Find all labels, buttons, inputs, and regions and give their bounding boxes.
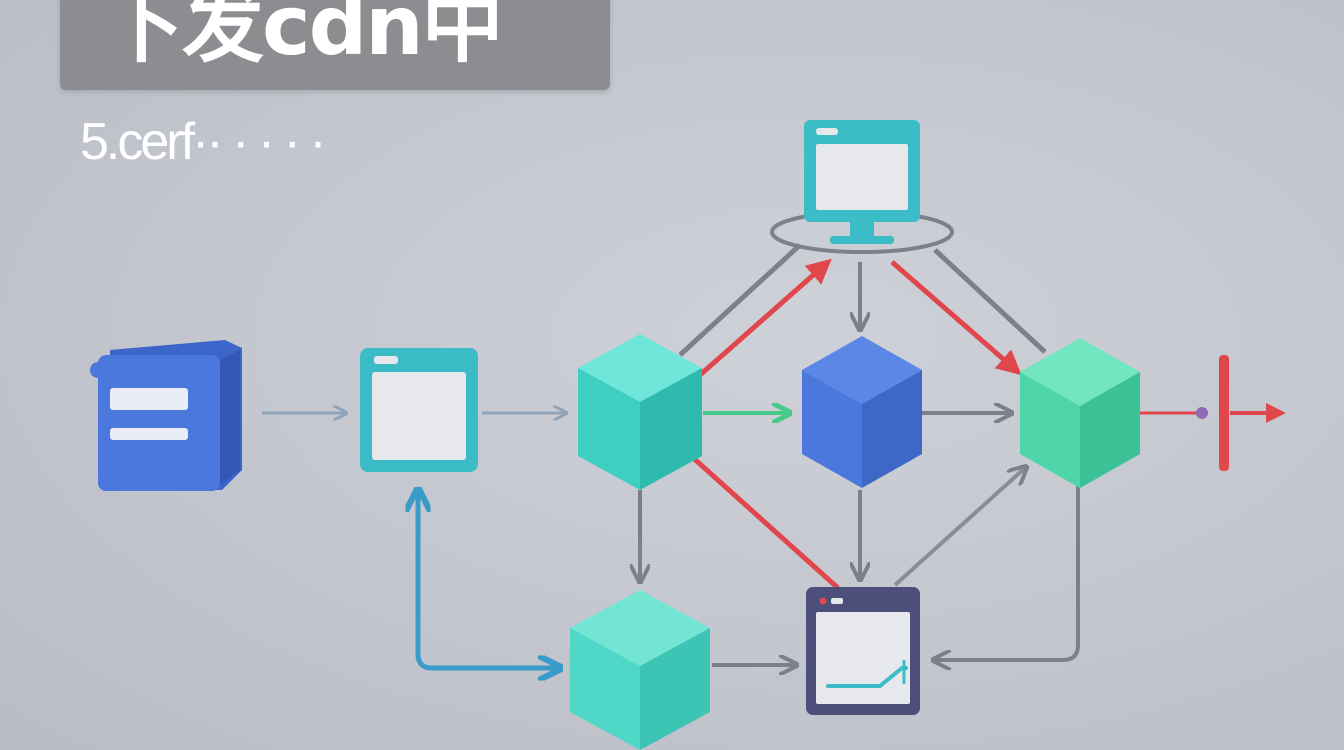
connectors [262,243,1286,668]
connector-monitor-to-green-red [890,260,1022,376]
connector-monitor-to-green-gray [933,248,1047,354]
connector-teal-to-chart-red [688,453,840,590]
title-banner [60,0,610,90]
end-marker-icon [1219,355,1229,471]
teal-cube-bottom-icon [570,590,710,750]
page-title: 下发cdn中 [102,0,504,74]
connector-cube-to-monitor-gray [678,243,802,357]
blue-cube-icon [802,336,922,488]
document-stack-icon [90,340,242,491]
teal-cube-top-icon [578,334,702,490]
connector-bottom-cube-to-browser [418,492,558,668]
connector-green-to-chart [935,485,1080,660]
connector-cube-to-monitor-red [698,258,832,377]
green-cube-right-icon [1020,338,1140,488]
subtitle: 5.cerf·· · · · · [80,113,327,171]
connector-chart-to-green [893,468,1025,587]
browser-window-icon [360,348,478,472]
chart-window-bottom-icon [806,587,920,715]
monitor-top-icon [770,120,954,254]
connector-end-dot [1196,407,1208,419]
